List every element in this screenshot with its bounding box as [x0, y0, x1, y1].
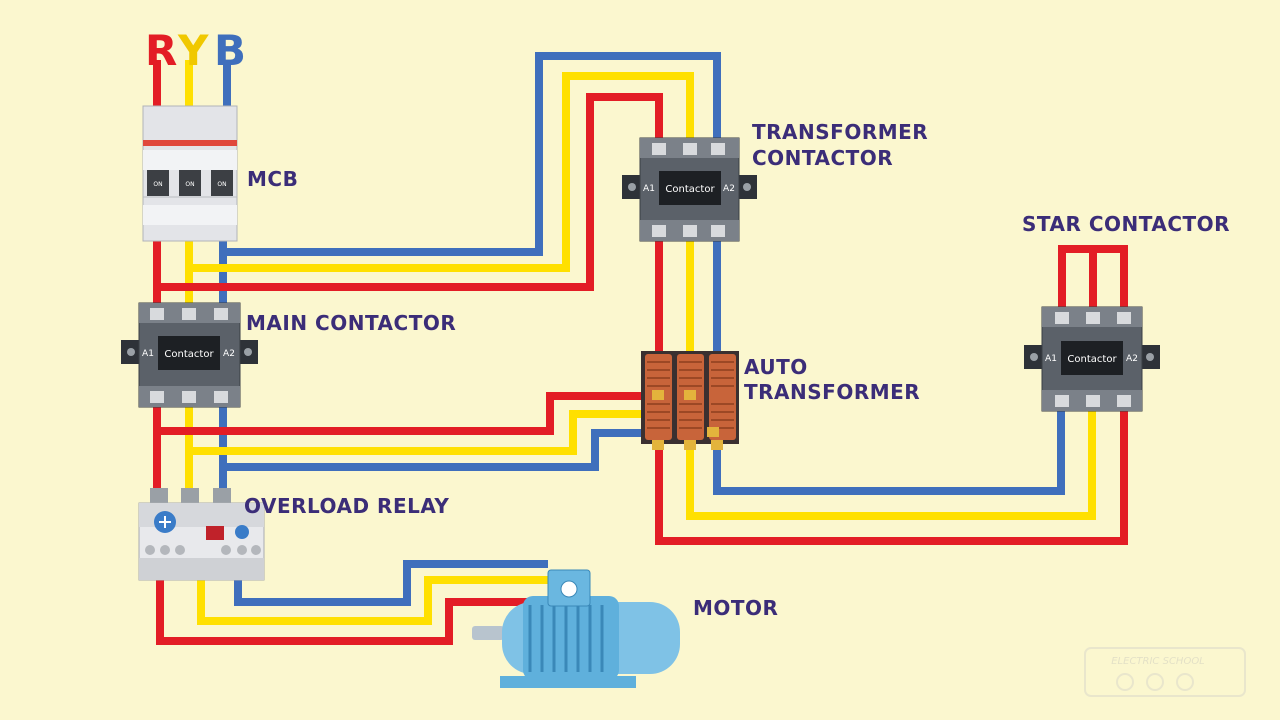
overload-relay-device[interactable] [138, 488, 265, 581]
star-contactor-label: STAR CONTACTOR [1022, 212, 1231, 236]
transformer-contactor-a1: A1 [643, 184, 655, 194]
olr-motor-wire-red [156, 566, 548, 645]
overload-relay-label: OVERLOAD RELAY [244, 494, 450, 518]
phase-r-label: R [145, 26, 178, 75]
auto-transformer-device[interactable] [641, 351, 739, 450]
olr-motor-wire-yellow [197, 566, 548, 625]
star-contactor-a2: A2 [1126, 354, 1138, 364]
phase-b-label: B [214, 26, 247, 75]
mcb-transformer-wire-red [157, 93, 663, 291]
mcb-switch-label: ON [185, 181, 194, 188]
at-star-wire-yellow [686, 395, 1096, 520]
star-contactor-name: Contactor [1067, 354, 1117, 365]
auto-transformer-label-line2: TRANSFORMER [744, 380, 921, 404]
motor-device[interactable] [472, 569, 680, 688]
main-contactor-name: Contactor [164, 349, 214, 360]
wires [153, 52, 1128, 645]
main-contactor-device[interactable]: Contactor A1 A2 [121, 302, 258, 408]
mcb-switch-label: ON [217, 181, 226, 188]
transformer-contactor-name: Contactor [665, 184, 715, 195]
auto-transformer-label-line1: AUTO [744, 355, 808, 379]
motor-label: MOTOR [693, 596, 779, 620]
star-contactor-a1: A1 [1045, 354, 1057, 364]
star-contactor-device[interactable]: Contactor A1 A2 [1024, 306, 1160, 412]
mcb-breaker[interactable]: ON ON ON [142, 105, 238, 242]
main-at-wire-red [157, 392, 660, 435]
star-top-link-red [1058, 245, 1128, 312]
transformer-contactor-label-line2: CONTACTOR [752, 146, 894, 170]
main-contactor-a1: A1 [142, 349, 154, 359]
at-star-wire-red [655, 395, 1128, 545]
mcb-transformer-wire-yellow [189, 72, 694, 272]
transformer-contactor-label-line1: TRANSFORMER [752, 120, 929, 144]
olr-motor-wire-blue [234, 560, 548, 606]
phase-y-label: Y [178, 26, 209, 75]
electric-school-watermark: ELECTRIC SCHOOL [1084, 647, 1246, 697]
main-contactor-label: MAIN CONTACTOR [246, 311, 457, 335]
transformer-contactor-a2: A2 [723, 184, 735, 194]
main-contactor-a2: A2 [223, 349, 235, 359]
main-at-wire-yellow [189, 396, 694, 455]
watermark-text: ELECTRIC SCHOOL [1111, 656, 1205, 667]
mcb-transformer-wire-blue [223, 52, 721, 256]
at-star-wire-blue [713, 395, 1065, 495]
mcb-label: MCB [247, 167, 299, 191]
transformer-contactor-device[interactable]: Contactor A1 A2 [622, 137, 757, 242]
mcb-switch-label: ON [153, 181, 162, 188]
